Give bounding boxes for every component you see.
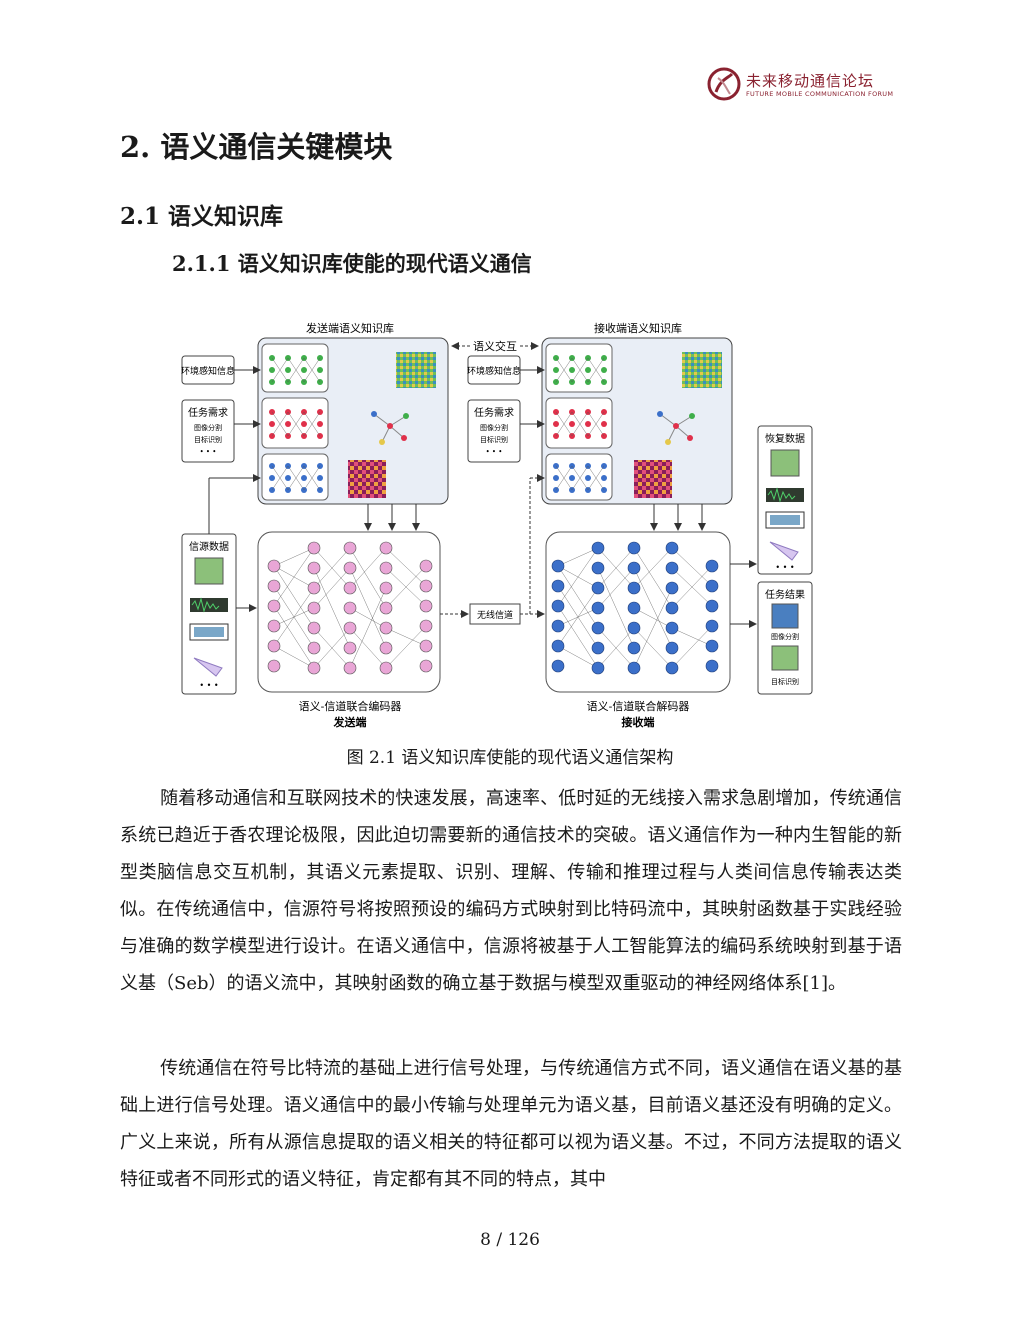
receiver-semantic-map <box>682 352 722 388</box>
receiver-knowledge-graph <box>657 411 695 445</box>
section-heading: 2.1 语义知识库 <box>120 203 284 230</box>
architecture-figure: 发送端语义知识库 接收端语义知识库 语义交互 <box>181 321 813 729</box>
recovered-ellipsis: • • • <box>775 563 794 572</box>
encoder-label: 语义-信道联合编码器 <box>299 699 402 713</box>
receiver-feature-mosaic <box>634 460 672 498</box>
sender-task-demand-label: 任务需求 <box>188 406 228 419</box>
sender-feature-mosaic <box>348 460 386 498</box>
source-data-label: 信源数据 <box>189 540 229 553</box>
sender-knowledge-graph <box>371 411 409 445</box>
logo-english-text: FUTURE MOBILE COMMUNICATION FORUM <box>746 90 894 98</box>
recovered-3d-model-icon <box>769 541 799 561</box>
3d-model-icon <box>193 657 223 677</box>
receiver-task-item: 目标识别 <box>480 435 508 444</box>
receiver-env-info-label: 环境感知信息 <box>467 365 521 377</box>
source-ellipsis: • • • <box>199 681 218 690</box>
receiver-task-demand-box <box>467 399 521 463</box>
sender-env-info-label: 环境感知信息 <box>181 365 235 377</box>
detection-result-icon <box>771 645 799 671</box>
page-number: 8 / 126 <box>480 1230 540 1250</box>
sender-semantic-map <box>396 352 436 388</box>
sender-task-item: 目标识别 <box>194 435 222 444</box>
receiver-mini-networks <box>545 343 613 501</box>
result-item: 图像分割 <box>771 632 799 641</box>
wireless-channel-label: 无线信道 <box>477 609 513 621</box>
body-paragraph: 传统通信在符号比特流的基础上进行信号处理，与传统通信方式不同，语义通信在语义基的… <box>120 1050 902 1198</box>
receiver-label: 接收端 <box>622 715 655 729</box>
forum-logo: 未来移动通信论坛 FUTURE MOBILE COMMUNICATION FOR… <box>706 66 896 104</box>
subsection-heading: 2.1.1 语义知识库使能的现代语义通信 <box>172 251 532 276</box>
sender-kb-title: 发送端语义知识库 <box>306 321 394 335</box>
segmentation-result-icon <box>771 603 799 629</box>
sender-label: 发送端 <box>333 715 367 729</box>
sender-task-item: 图像分割 <box>194 423 222 432</box>
result-item: 目标识别 <box>771 677 799 686</box>
sender-task-item: • • • <box>200 448 217 456</box>
decoder-network <box>551 541 719 675</box>
paragraph-text: 传统通信在符号比特流的基础上进行信号处理，与传统通信方式不同，语义通信在语义基的… <box>120 1058 902 1190</box>
task-result-label: 任务结果 <box>765 588 805 601</box>
sender-mini-networks <box>261 343 329 501</box>
receiver-task-item: • • • <box>486 448 503 456</box>
chapter-heading: 2. 语义通信关键模块 <box>120 130 393 164</box>
sender-task-demand-box <box>181 399 235 463</box>
recovered-data-label: 恢复数据 <box>765 432 805 445</box>
paragraph-text: 随着移动通信和互联网技术的快速发展，高速率、低时延的无线接入需求急剧增加，传统通… <box>120 788 902 994</box>
figure-caption: 图 2.1 语义知识库使能的现代语义通信架构 <box>346 748 674 768</box>
recovered-dog-image-icon <box>770 449 800 477</box>
semantic-interaction-label: 语义交互 <box>473 339 517 353</box>
body-paragraph: 随着移动通信和互联网技术的快速发展，高速率、低时延的无线接入需求急剧增加，传统通… <box>120 780 902 1002</box>
dog-image-icon <box>194 557 224 585</box>
decoder-label: 语义-信道联合解码器 <box>587 699 690 713</box>
logo-chinese-text: 未来移动通信论坛 <box>746 72 875 90</box>
receiver-task-demand-label: 任务需求 <box>474 406 514 419</box>
receiver-kb-title: 接收端语义知识库 <box>594 321 682 335</box>
receiver-task-item: 图像分割 <box>480 423 508 432</box>
encoder-network <box>267 541 433 675</box>
forum-logo-icon <box>707 67 741 101</box>
